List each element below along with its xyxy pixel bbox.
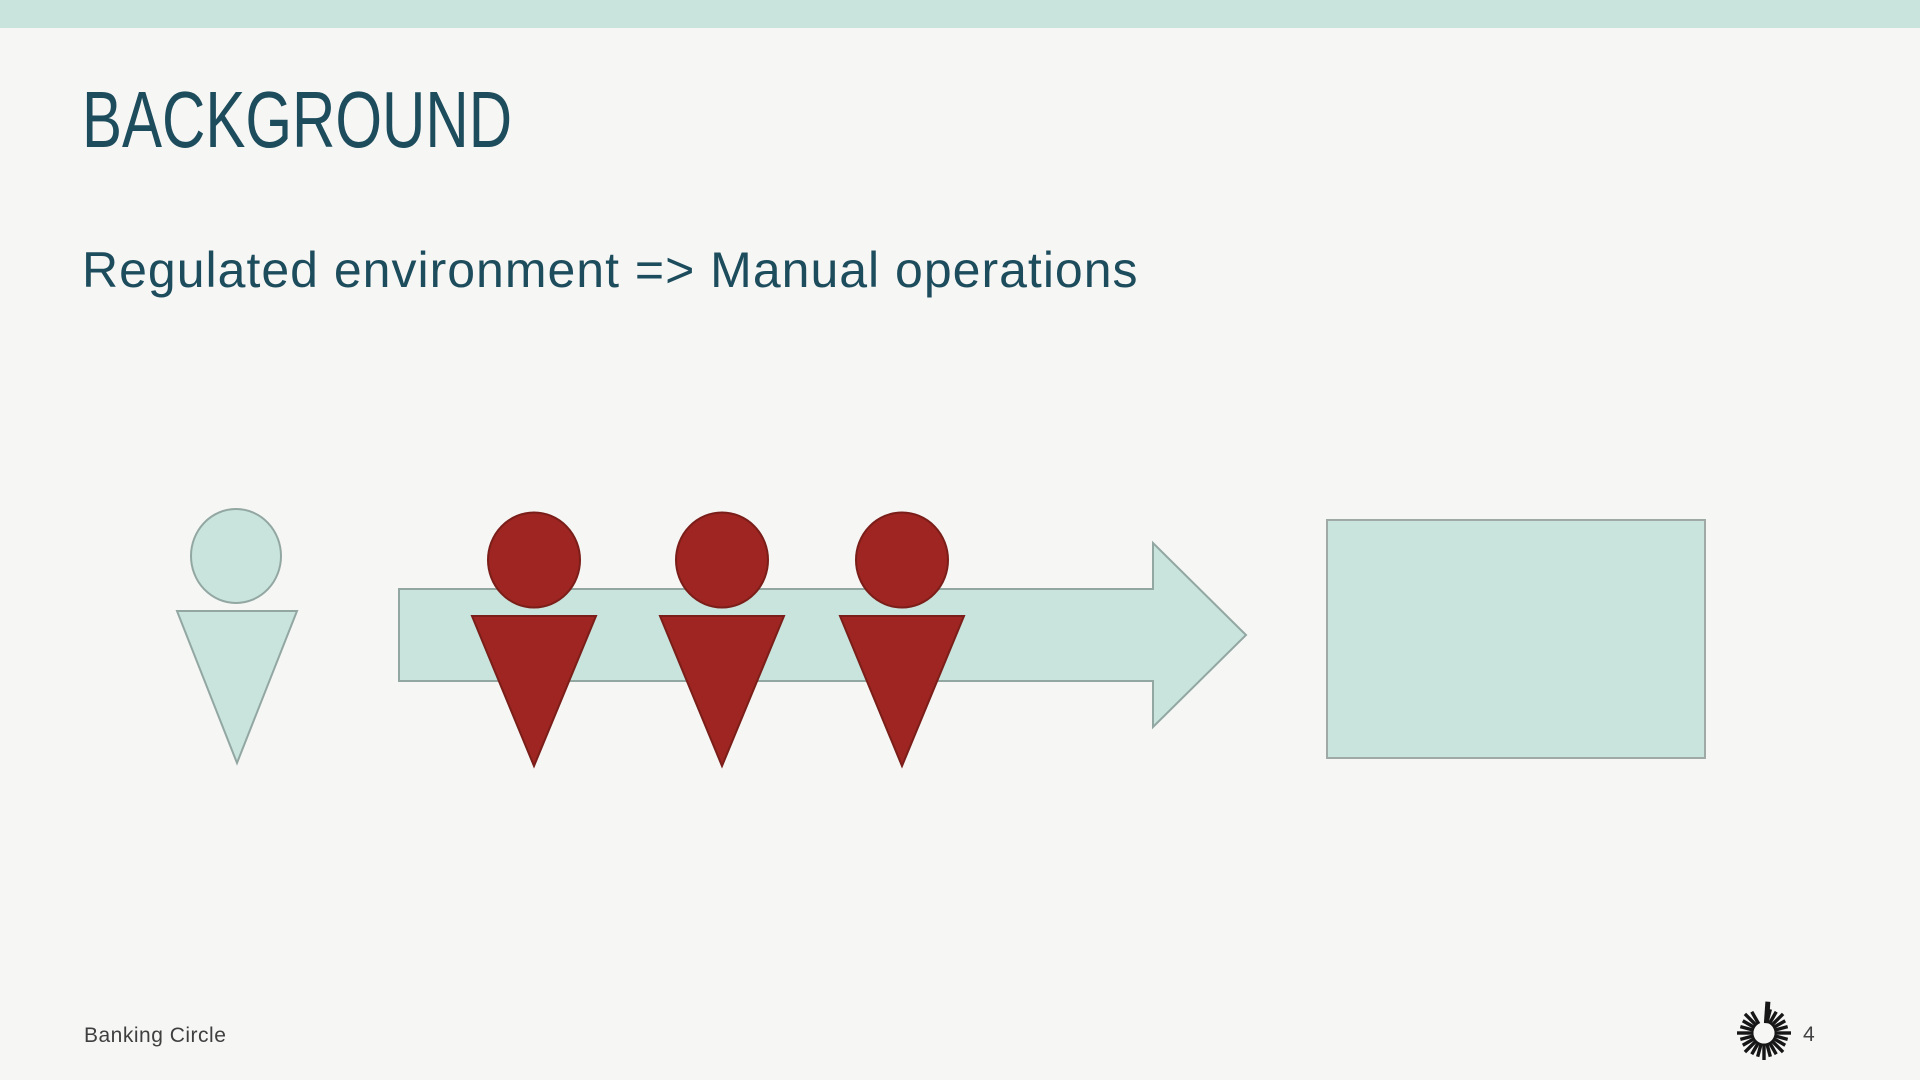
page-number: 4	[1803, 1023, 1815, 1046]
operator-1-head	[487, 511, 581, 609]
operator-person-1	[470, 511, 598, 769]
slide-title: BACKGROUND	[82, 75, 513, 164]
outcome-rectangle	[1326, 519, 1706, 759]
footer-company-name: Banking Circle	[84, 1024, 227, 1047]
single-person-body	[175, 610, 299, 766]
operator-2-body	[658, 615, 786, 769]
single-person-shape	[175, 508, 299, 766]
operator-1-body	[470, 615, 598, 769]
operator-person-3	[838, 511, 966, 769]
sunburst-logo-icon	[1737, 1001, 1791, 1060]
banking-circle-logo	[1737, 1001, 1791, 1060]
operator-person-2	[658, 511, 786, 769]
slide-subtitle: Regulated environment => Manual operatio…	[82, 242, 1139, 298]
operator-3-head	[855, 511, 949, 609]
operator-3-body	[838, 615, 966, 769]
operator-2-head	[675, 511, 769, 609]
slide-top-accent-bar	[0, 0, 1920, 28]
single-person-head	[190, 508, 282, 604]
